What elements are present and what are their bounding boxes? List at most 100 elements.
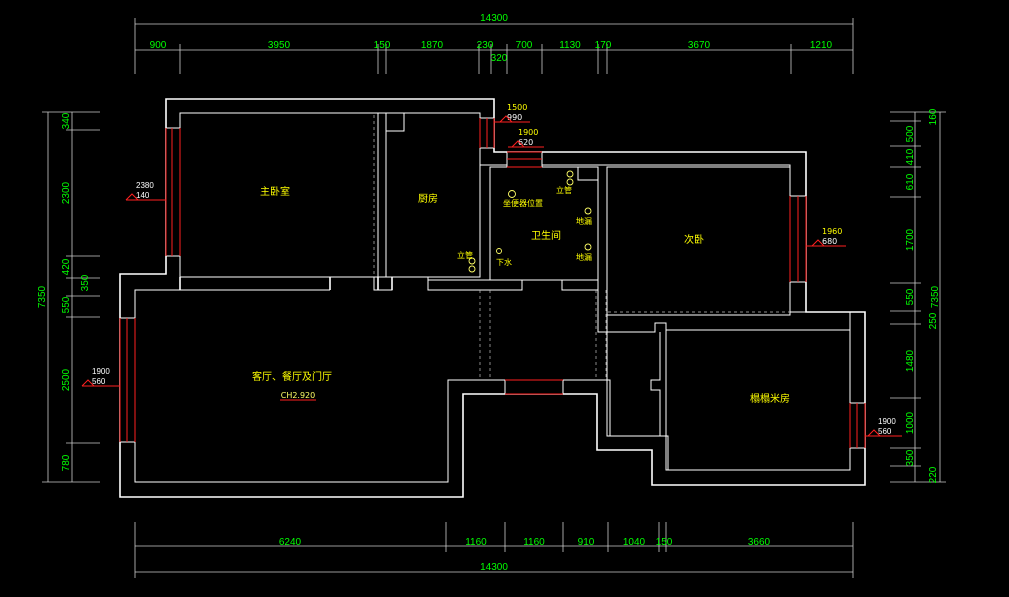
windows [119, 117, 866, 449]
left-dim-4: 350 [80, 274, 91, 291]
floor-drain-label-1: 地漏 [576, 216, 592, 226]
top-dim-9: 170 [595, 40, 612, 51]
riser-pipe-circle-1 [566, 170, 574, 178]
outer-wall [119, 98, 866, 498]
master-bedroom-label: 主卧室 [260, 185, 290, 198]
top-dim-2: 3950 [268, 40, 291, 51]
right-dim-1: 160 [928, 108, 939, 125]
bottom-dim-5: 1040 [623, 537, 646, 548]
riser-pipe-circle-2 [566, 178, 574, 186]
tatami-room-outline [665, 329, 851, 471]
top-dim-4: 1870 [421, 40, 444, 51]
top-dimension-chain: 14300 900 3950 150 1870 230 320 700 1130… [134, 13, 854, 74]
kitchen-label: 厨房 [418, 192, 438, 205]
master-bedroom-window [165, 127, 181, 257]
window-bath-width: 1900 [518, 128, 538, 137]
drain-circle [496, 248, 502, 254]
hall-wall [606, 332, 660, 437]
left-dim-1: 340 [61, 112, 72, 129]
window-second-width: 1960 [822, 227, 842, 236]
right-dim-5: 1700 [905, 228, 916, 251]
bottom-dim-7: 3660 [748, 537, 771, 548]
right-dim-9: 1000 [905, 411, 916, 434]
right-dim-6: 550 [905, 288, 916, 305]
drain-label: 下水 [496, 257, 512, 267]
top-dim-11: 1210 [810, 40, 833, 51]
top-dim-10: 3670 [688, 40, 711, 51]
left-dimension-chain: 7350 340 2300 420 350 550 2500 780 [37, 111, 100, 483]
top-dim-5: 230 [477, 40, 494, 51]
corridor-wall [606, 315, 790, 333]
partition-upper [180, 276, 330, 291]
right-dimension-chain: 160 500 410 610 1700 550 250 1480 1000 3… [890, 108, 946, 483]
dashed-openings [373, 115, 790, 380]
top-dim-7: 700 [516, 40, 533, 51]
toilet-position-label: 坐便器位置 [503, 198, 543, 208]
floor-drain-circle-1 [584, 207, 592, 215]
right-dim-7: 250 [928, 312, 939, 329]
kitchen-riser-circle-1 [468, 257, 476, 265]
window-tatami-sill: 560 [878, 427, 892, 436]
bottom-dim-6: 150 [656, 537, 673, 548]
second-bedroom-window [789, 195, 807, 283]
top-dim-3: 150 [374, 40, 391, 51]
balcony-opening [504, 379, 564, 395]
bottom-dim-3: 1160 [523, 537, 545, 548]
bottom-dimension-chain: 6240 1160 1160 910 1040 150 3660 14300 [134, 522, 854, 578]
right-dim-4: 610 [905, 173, 916, 190]
right-dim-2: 500 [905, 125, 916, 142]
bathroom-lower-wall-right [561, 280, 598, 291]
partition-post [373, 276, 393, 291]
left-dim-5: 550 [61, 296, 72, 313]
window-living-sill: 560 [92, 377, 106, 386]
top-dim-8: 1130 [559, 40, 581, 51]
bathroom-lower-wall [427, 277, 523, 291]
bottom-dim-4: 910 [578, 537, 595, 548]
toilet-marker [508, 190, 516, 198]
left-dim-3: 420 [61, 258, 72, 275]
window-labels: 2380 140 1900 560 1500 990 1900 620 1960… [81, 103, 902, 437]
right-dim-11: 220 [928, 466, 939, 483]
window-kitchen-sill: 990 [507, 113, 522, 122]
floor-drain-label-2: 地漏 [576, 252, 592, 262]
top-dim-1: 900 [150, 40, 167, 51]
walls [119, 98, 866, 498]
left-total-dimension: 7350 [37, 285, 48, 308]
top-dim-6: 320 [491, 53, 508, 64]
window-master-sill: 140 [136, 191, 150, 200]
left-dim-6: 2500 [61, 368, 72, 391]
bathroom-window [506, 151, 543, 168]
right-dim-3: 410 [905, 148, 916, 165]
riser-bath-label: 立管 [556, 185, 572, 195]
living-room-label: 客厅、餐厅及门厅 [252, 370, 332, 383]
left-dim-2: 2300 [61, 181, 72, 204]
floor-drain-circle-2 [584, 243, 592, 251]
fixtures: 立管 坐便器位置 地漏 地漏 下水 立管 [457, 170, 592, 273]
window-kitchen-width: 1500 [507, 103, 527, 112]
bottom-total-dimension: 14300 [480, 562, 508, 573]
window-tatami-width: 1900 [878, 417, 896, 426]
kitchen-outline [385, 112, 481, 278]
bathroom-shaft [577, 166, 599, 181]
room-labels: 主卧室 厨房 卫生间 次卧 榻榻米房 客厅、餐厅及门厅 CH2.920 [252, 185, 790, 405]
partition-stubs [179, 277, 393, 290]
kitchen-riser-circle-2 [468, 265, 476, 273]
window-master-width: 2380 [136, 181, 154, 190]
bathroom-label: 卫生间 [531, 229, 561, 242]
ceiling-height-label: CH2.920 [281, 391, 316, 400]
second-bedroom-side-wall [597, 167, 607, 333]
inner-wall [134, 112, 851, 483]
tatami-room-label: 榻榻米房 [750, 392, 790, 405]
kitchen-column [385, 113, 405, 132]
window-living-width: 1900 [92, 367, 110, 376]
kitchen-window [479, 117, 495, 149]
window-second-sill: 680 [822, 237, 837, 246]
window-bath-sill: 620 [518, 138, 533, 147]
second-bedroom-label: 次卧 [684, 233, 704, 246]
right-dim-8: 1480 [905, 349, 916, 372]
riser-kitchen-label: 立管 [457, 250, 473, 260]
bottom-dim-2: 1160 [465, 537, 487, 548]
left-dim-7: 780 [61, 454, 72, 471]
right-dim-10: 350 [905, 449, 916, 466]
